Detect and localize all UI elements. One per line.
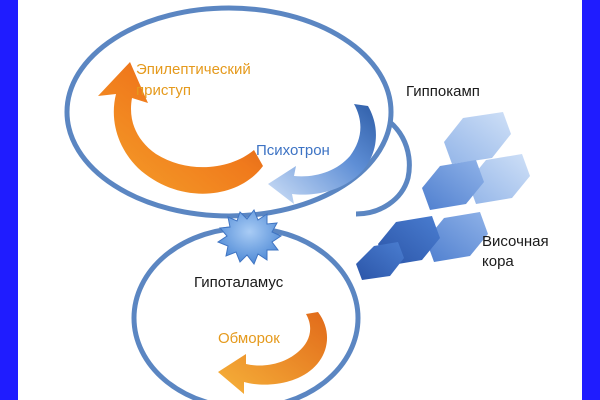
hexagon (468, 154, 530, 204)
fainting-arrow (218, 312, 328, 394)
seizure-label-line2: приступ (136, 82, 191, 99)
seizure-label-line1: Эпилептический (136, 61, 251, 78)
hexagon (422, 160, 484, 210)
hexagon (356, 242, 404, 280)
temporal-cortex-label-line2: кора (482, 253, 514, 270)
diagram-svg: Эпилептический приступ Психотрон Гиппока… (64, 5, 549, 400)
diagram-canvas: Эпилептический приступ Психотрон Гиппока… (18, 0, 582, 400)
psychotron-label: Психотрон (256, 142, 330, 159)
seizure-label: Эпилептический (136, 61, 251, 78)
hexagon (426, 212, 488, 262)
hypothalamus-star (216, 209, 283, 265)
temporal-cortex-label-line1: Височная (482, 233, 549, 250)
psychotron-arrow (268, 104, 376, 204)
temporal-cortex-hexagons (356, 112, 530, 280)
hypothalamus-label: Гипоталамус (194, 274, 284, 291)
hippocampus-label: Гиппокамп (406, 83, 480, 100)
fainting-label: Обморок (218, 330, 280, 347)
seizure-label-2: приступ (136, 82, 191, 99)
seizure-arrow (98, 62, 263, 194)
hexagon (444, 112, 511, 164)
